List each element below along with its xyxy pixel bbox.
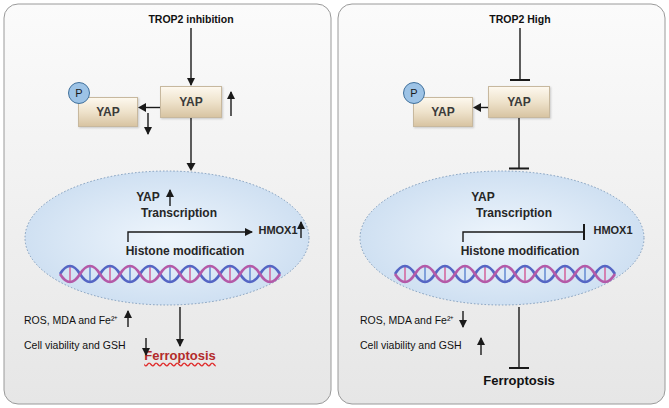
- connector-arrow: [138, 103, 160, 112]
- transcription-arrow: [128, 232, 252, 242]
- increase-arrow: [169, 190, 170, 206]
- nucleus-text: Histone modification: [120, 244, 250, 258]
- left-panel: [4, 4, 331, 404]
- inhibition-line: [519, 28, 520, 80]
- inhibition-line: [518, 307, 519, 368]
- nucleus-text: YAP: [128, 190, 168, 204]
- nucleus-shape: [25, 171, 309, 305]
- protein-label: YAP: [507, 95, 531, 109]
- right-panel: [338, 4, 665, 404]
- phosphate-circle: P: [403, 82, 425, 104]
- nucleus-text: Transcription: [469, 206, 559, 220]
- effect-label: Cell viability and GSH: [24, 339, 126, 351]
- connector-arrow: [187, 118, 196, 171]
- effect-label: ROS, MDA and Fe²⁺: [24, 313, 118, 327]
- transcription-line: [463, 232, 584, 242]
- decrease-arrow: [145, 338, 146, 355]
- inhibition-bar: [509, 367, 529, 369]
- nucleus-text: YAP: [463, 190, 503, 204]
- activation-arrow: [190, 28, 191, 85]
- decrease-arrow: [147, 113, 148, 134]
- decrease-arrow: [462, 311, 463, 327]
- connector-line: [190, 118, 191, 164]
- ellipse-outline: [359, 170, 645, 306]
- arrow-head: [473, 103, 481, 112]
- connector-line: [518, 118, 519, 168]
- protein-box: YAP: [160, 86, 222, 118]
- increase-arrow: [127, 311, 128, 327]
- protein-label: YAP: [96, 105, 120, 119]
- inhibition-bar: [509, 167, 529, 169]
- activation-arrow: [179, 307, 180, 346]
- nucleus-text: HMOX1: [256, 224, 300, 236]
- phosphate-circle: P: [68, 82, 90, 104]
- dna-helix: [60, 266, 280, 282]
- inhibition-bar: [583, 224, 585, 240]
- inhibition-connector: [509, 118, 529, 168]
- protein-label: YAP: [179, 95, 203, 109]
- nucleus-text: Transcription: [134, 206, 224, 220]
- protein-box: YAP: [78, 97, 138, 127]
- increase-arrow: [300, 222, 301, 238]
- connector-arrow: [473, 103, 488, 112]
- effect-label: Cell viability and GSH: [360, 339, 462, 351]
- arrow-head: [187, 163, 196, 171]
- arrow-head: [138, 103, 146, 112]
- ellipse-outline: [24, 170, 310, 306]
- protein-label: YAP: [431, 105, 455, 119]
- nucleus-shape: [360, 171, 644, 305]
- nucleus-text: HMOX1: [591, 224, 635, 236]
- nucleus-text: Histone modification: [455, 244, 585, 258]
- nucleus-ellipse: YAP TranscriptionHistone modification HMOX…: [359, 170, 645, 306]
- phosphate-label: P: [410, 87, 417, 99]
- inhibition-bar: [510, 79, 530, 81]
- increase-arrow: [480, 338, 481, 355]
- connector-line: [145, 107, 160, 108]
- increase-arrow: [230, 92, 231, 116]
- effect-label: ROS, MDA and Fe²⁺: [360, 313, 454, 327]
- protein-box: YAP: [488, 86, 550, 118]
- phosphate-label: P: [75, 87, 82, 99]
- outcome-label: Ferroptosis: [140, 348, 220, 363]
- nucleus-ellipse: YAP TranscriptionHistone modification HMOX…: [24, 170, 310, 306]
- condition-label: TROP2 inhibition: [131, 13, 251, 25]
- outcome-label: Ferroptosis: [479, 373, 559, 388]
- condition-label: TROP2 High: [460, 13, 580, 25]
- protein-box: YAP: [413, 97, 473, 127]
- connector-line: [480, 107, 488, 108]
- dna-helix: [395, 266, 615, 282]
